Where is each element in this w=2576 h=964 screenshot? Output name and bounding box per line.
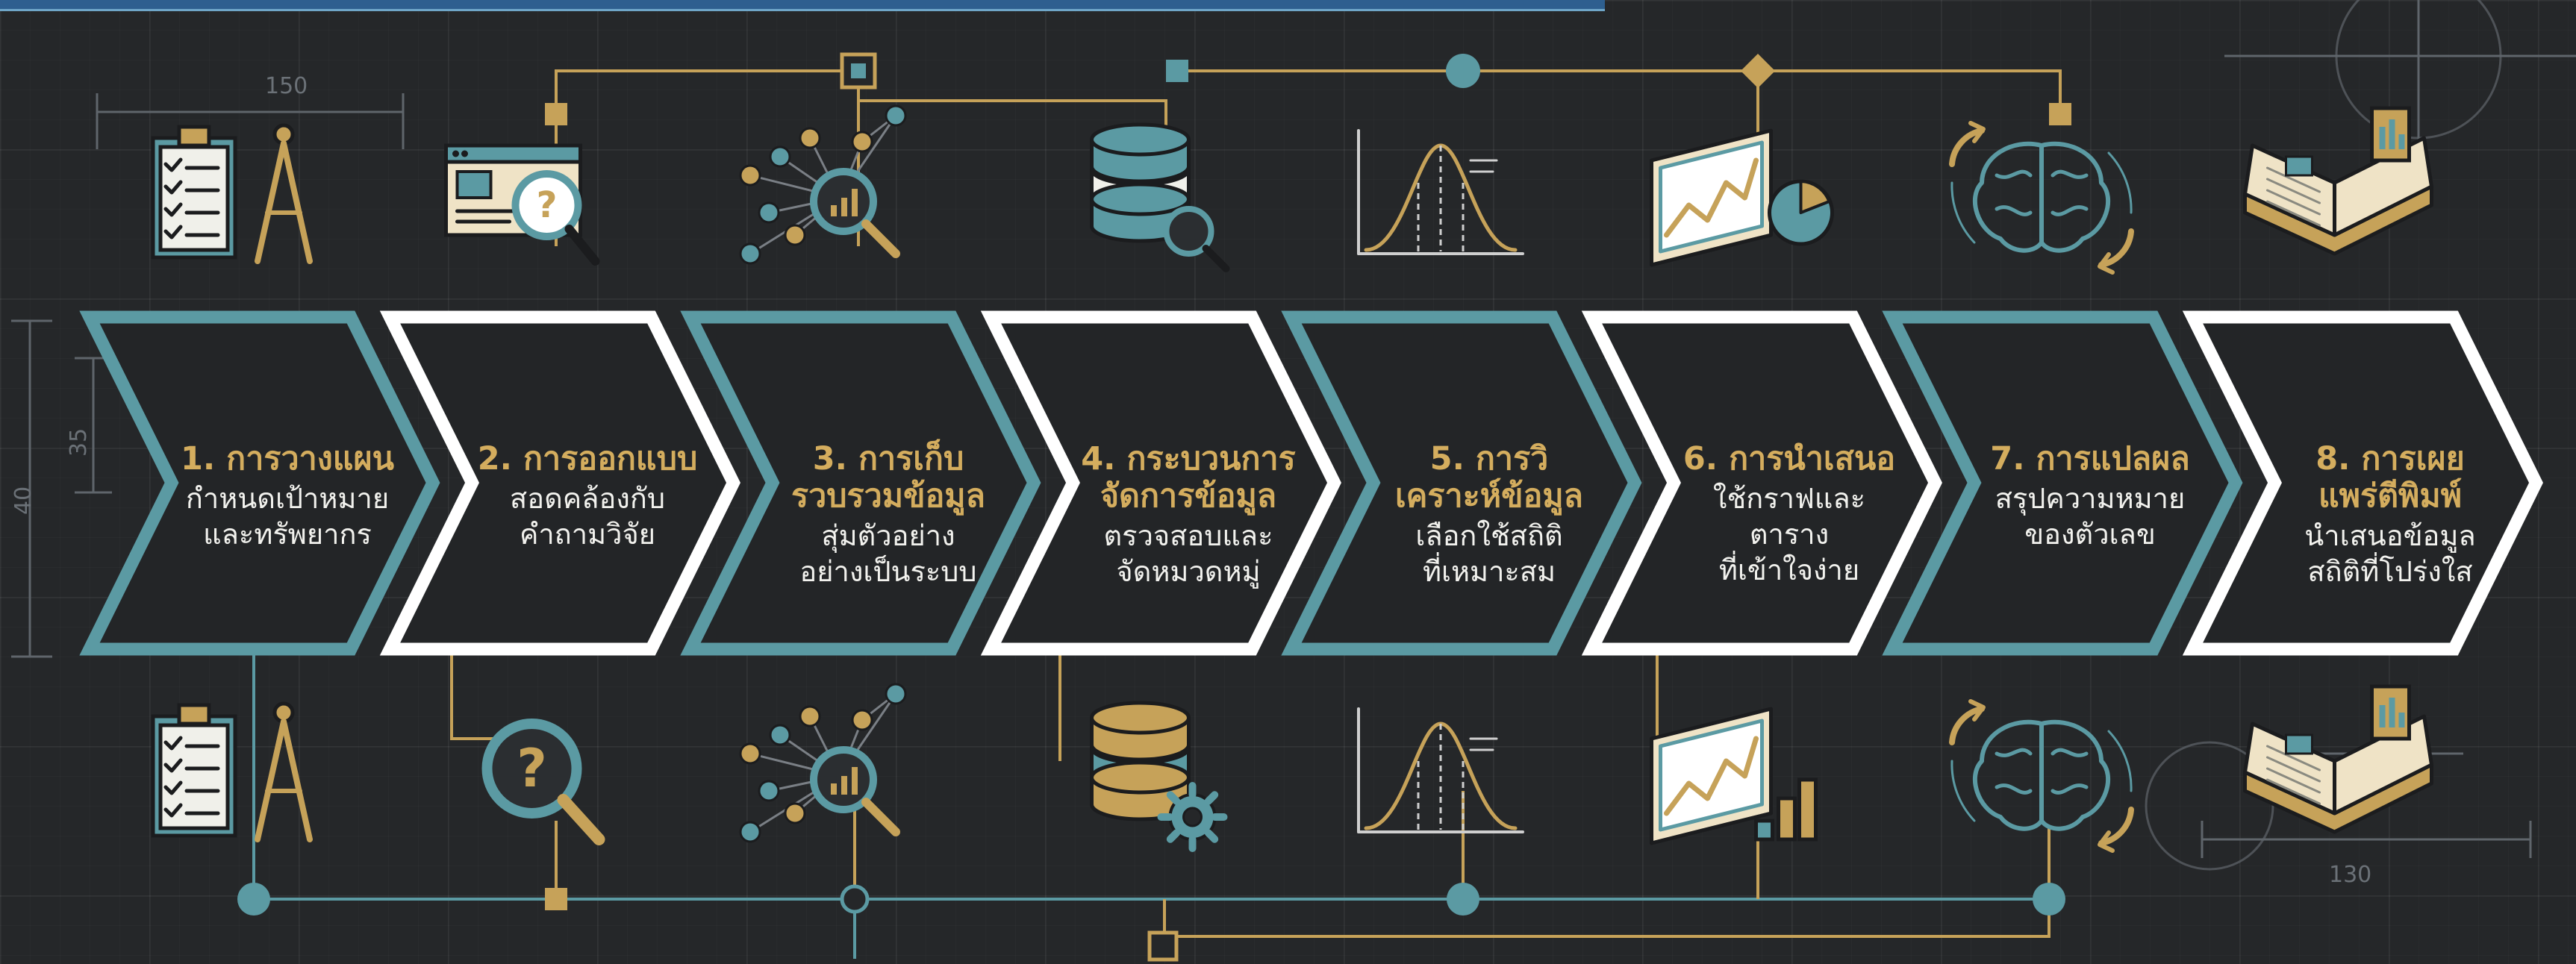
brain-cycle-icon: [1949, 699, 2134, 853]
connector-node: [1166, 60, 1188, 82]
svg-text:?: ?: [537, 184, 558, 226]
step-2-text: 2. การออกแบบ สอดคล้องกับคำถามวิจัย: [475, 440, 699, 552]
clipboard-compass-icon: [151, 701, 313, 842]
connector-node: [545, 888, 567, 910]
step-5-text: 5. การวิเคราะห์ข้อมูล เลือกใช้สถิติที่เห…: [1377, 440, 1601, 589]
connector-node: [1446, 54, 1480, 88]
database-gear-icon: [1090, 701, 1228, 852]
step-2-arrow: [379, 310, 740, 656]
step-title: 6. การนำเสนอ: [1682, 440, 1896, 478]
chart-board-bars-icon: [1650, 707, 1818, 845]
step-title: 4. กระบวนการจัดการข้อมูล: [1081, 440, 1296, 515]
step-title: 1. การวางแผน: [180, 440, 395, 478]
top-connector-nodes: [545, 52, 2071, 125]
chart-board-pie-icon: [1650, 128, 1834, 267]
open-book-chart-icon: [2243, 684, 2433, 834]
brain-cycle-icon: [1949, 121, 2134, 275]
bell-curve-icon: [1357, 707, 1524, 833]
connector-node: [2033, 883, 2065, 916]
dimension-lines: [11, 0, 2576, 871]
browser-question-icon: ?: [444, 143, 600, 266]
database-search-icon: [1090, 122, 1230, 272]
svg-text:?: ?: [517, 738, 547, 799]
connector-node: [1741, 54, 1775, 88]
step-description: สรุปความหมายของตัวเลข: [1995, 482, 2186, 551]
step-icons: ??: [151, 104, 2433, 853]
step-title: 7. การแปลผล: [1990, 440, 2190, 478]
connector-node: [840, 884, 870, 914]
top-accent-bar: [0, 0, 1605, 11]
connector-node: [1147, 930, 1179, 962]
step-description: สอดคล้องกับคำถามวิจัย: [510, 482, 665, 551]
step-title: 3. การเก็บรวบรวมข้อมูล: [790, 440, 986, 515]
network-magnifier-icon: [739, 683, 907, 843]
bottom-connector-nodes: [237, 883, 2065, 962]
step-description: เลือกใช้สถิติที่เหมาะสม: [1415, 519, 1563, 588]
step-4-arrow: [980, 310, 1341, 656]
connector-node: [851, 63, 866, 78]
step-8-arrow: [2182, 310, 2543, 656]
connector-node: [2049, 103, 2071, 125]
step-5-arrow: [1281, 310, 1642, 656]
step-8-text: 8. การเผยแพร่ตีพิมพ์ นำเสนอข้อมูลสถิติที…: [2278, 440, 2502, 589]
step-4-text: 4. กระบวนการจัดการข้อมูล ตรวจสอบและจัดหม…: [1076, 440, 1300, 589]
step-description: ใช้กราฟและตารางที่เข้าใจง่าย: [1712, 482, 1866, 586]
step-6-text: 6. การนำเสนอ ใช้กราฟและตารางที่เข้าใจง่า…: [1677, 440, 1901, 588]
bell-curve-icon: [1357, 129, 1524, 255]
step-7-text: 7. การแปลผล สรุปความหมายของตัวเลข: [1978, 440, 2202, 552]
dimension-label: 150: [265, 73, 308, 99]
step-title: 5. การวิเคราะห์ข้อมูล: [1394, 440, 1584, 515]
step-3-arrow: [680, 310, 1041, 656]
step-description: สุ่มตัวอย่างอย่างเป็นระบบ: [799, 519, 977, 588]
step-description: นำเสนอข้อมูลสถิติที่โปร่งใส: [2304, 519, 2476, 588]
dimension-label: 40: [10, 486, 37, 515]
connector-node: [1447, 883, 1479, 916]
clipboard-compass-icon: [151, 123, 313, 264]
step-arrows: [79, 310, 2543, 656]
step-3-text: 3. การเก็บรวบรวมข้อมูล สุ่มตัวอย่างอย่าง…: [776, 440, 1000, 589]
step-1-arrow: [79, 310, 440, 656]
step-7-arrow: [1882, 310, 2243, 656]
dimension-label: 130: [2329, 862, 2372, 888]
step-description: กำหนดเป้าหมายและทรัพยากร: [185, 482, 390, 551]
dimension-label: 35: [66, 428, 92, 457]
step-title: 2. การออกแบบ: [477, 440, 698, 478]
network-magnifier-icon: [739, 104, 907, 265]
step-title: 8. การเผยแพร่ตีพิมพ์: [2315, 440, 2465, 515]
connector-node: [237, 883, 270, 916]
step-6-arrow: [1581, 310, 1942, 656]
open-book-chart-icon: [2243, 106, 2433, 256]
connector-node: [545, 103, 567, 125]
magnifier-question-icon: ?: [481, 719, 605, 845]
step-description: ตรวจสอบและจัดหมวดหมู่: [1103, 519, 1273, 588]
step-1-text: 1. การวางแผน กำหนดเป้าหมายและทรัพยากร: [175, 440, 399, 552]
